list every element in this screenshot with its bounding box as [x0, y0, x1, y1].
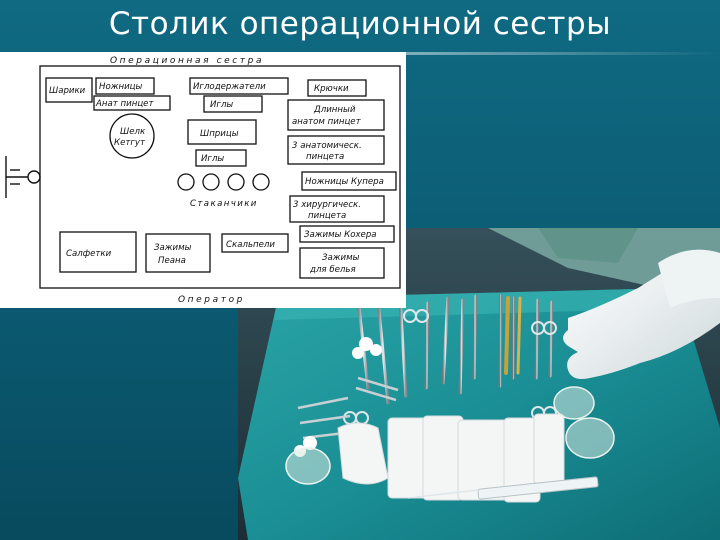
cup-3	[227, 173, 245, 191]
box-igloderzhateli	[189, 77, 289, 95]
box-kryuchki	[307, 79, 367, 97]
circle-shelk-ketgut	[109, 113, 155, 159]
text-skalpeli: Скальпели	[226, 240, 275, 250]
text-tri-anat-1: 3 анатомическ.	[292, 141, 362, 151]
text-igloderzhateli: Иглодержатели	[193, 82, 266, 92]
text-zazhimy-kohera: Зажимы Кохера	[304, 230, 377, 240]
text-shpricy: Шприцы	[200, 129, 239, 139]
cups-group	[177, 173, 270, 191]
cup-2	[202, 173, 220, 191]
text-ketgut: Кетгут	[114, 138, 146, 148]
table-outline	[39, 65, 401, 289]
box-zazhimy-belya	[299, 247, 385, 279]
text-nozhnicy-kupera: Ножницы Купера	[305, 177, 384, 187]
text-sharik: Шарики	[49, 86, 86, 96]
box-anat-pincet	[93, 95, 171, 111]
text-stakanchiki: Стаканчики	[190, 199, 258, 209]
box-tri-hir-pinceta	[289, 195, 385, 223]
box-tri-anat-pinceta	[287, 135, 385, 165]
table-handle-icon	[5, 156, 41, 198]
text-dlinnyy-2: анатом пинцет	[292, 117, 362, 127]
text-salfetki: Салфетки	[66, 249, 112, 259]
slide-title: Столик операционной сестры	[108, 6, 612, 42]
cup-1	[177, 173, 195, 191]
surgical-instrument-table-photo	[238, 228, 720, 540]
cup-4	[252, 173, 270, 191]
box-igly-mid	[195, 149, 247, 167]
text-igly-top: Иглы	[210, 100, 233, 110]
text-nozhnicy: Ножницы	[99, 82, 143, 92]
box-igly-top	[203, 95, 263, 113]
label-operating-nurse: Операционная сестра	[110, 56, 264, 66]
text-igly-mid: Иглы	[201, 154, 224, 164]
text-kryuchki: Крючки	[314, 84, 349, 94]
box-zazhimy-kohera	[299, 225, 395, 243]
box-nozhnicy-kupera	[301, 171, 397, 191]
text-shelk: Шелк	[120, 127, 146, 137]
text-tri-anat-2: пинцета	[306, 152, 344, 162]
table-layout-diagram: Операционная сестра Оператор Шарики Ножн…	[0, 52, 406, 308]
box-skalpeli	[221, 233, 289, 253]
text-dlinnyy-1: Длинный	[313, 105, 356, 115]
text-anat-pincet: Анат пинцет	[95, 99, 154, 109]
box-sharik	[45, 77, 93, 103]
photo-canvas	[238, 228, 720, 540]
box-salfetki	[59, 231, 137, 273]
text-zazhimy-peana-2: Пеана	[158, 256, 186, 266]
text-zazhimy-belya-1: Зажимы	[322, 253, 360, 263]
text-zazhimy-belya-2: для белья	[309, 265, 356, 275]
box-shpricy	[187, 119, 257, 145]
label-operator: Оператор	[178, 295, 245, 305]
text-tri-hir-1: 3 хирургическ.	[293, 200, 361, 210]
text-tri-hir-2: пинцета	[308, 211, 346, 221]
box-dlinnyy-pincet	[287, 99, 385, 131]
box-zazhimy-peana	[145, 233, 211, 273]
box-nozhnicy	[95, 77, 155, 95]
text-zazhimy-peana-1: Зажимы	[154, 243, 192, 253]
diagram-canvas: Операционная сестра Оператор Шарики Ножн…	[5, 56, 401, 305]
